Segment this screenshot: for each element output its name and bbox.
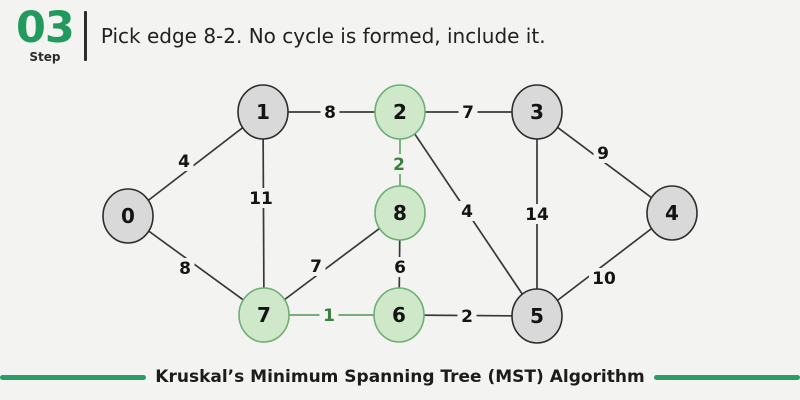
edge-weight-bg-0-7 [175, 258, 195, 278]
edge-weight-3-4: 9 [597, 144, 609, 164]
edge-weight-6-7: 1 [323, 306, 335, 326]
header-divider [83, 10, 87, 61]
edge-weight-bg-5-6 [457, 306, 477, 326]
graph-edge-1-7 [262, 111, 265, 316]
edge-weight-2-3: 7 [462, 103, 474, 123]
edge-weight-bg-0-1 [174, 151, 194, 171]
graph-node-7 [238, 287, 290, 343]
step-number: 03 [16, 3, 75, 53]
step-label: Step [29, 49, 61, 64]
edge-weight-1-2: 8 [324, 103, 336, 123]
graph-node-label-4: 4 [665, 201, 679, 225]
step-description: Pick edge 8-2. No cycle is formed, inclu… [100, 23, 546, 48]
edge-weight-6-8: 6 [394, 258, 406, 278]
edge-weight-bg-3-4 [593, 143, 613, 163]
edge-weight-bg-6-8 [390, 257, 410, 277]
edge-weight-bg-1-7 [246, 188, 276, 208]
edge-weight-bg-2-3 [458, 102, 478, 122]
step-header: 03 Step Pick edge 8-2. No cycle is forme… [16, 3, 546, 64]
edge-weight-2-8: 2 [393, 155, 405, 175]
graph-node-3 [511, 84, 563, 140]
edge-weight-7-8: 7 [310, 257, 322, 277]
edge-weight-bg-6-7 [319, 305, 339, 325]
graph-node-8 [374, 185, 426, 241]
footer-rule-left [0, 374, 147, 380]
footer: Kruskal’s Minimum Spanning Tree (MST) Al… [0, 367, 800, 387]
graph-edge-0-7 [127, 215, 265, 316]
graph-node-6 [373, 287, 425, 343]
graph-edge-4-5 [536, 212, 673, 317]
edge-weight-bg-2-5 [457, 201, 477, 221]
graph-node-label-5: 5 [530, 304, 544, 328]
graph-node-label-8: 8 [393, 201, 407, 225]
edge-weight-4-5: 10 [592, 269, 616, 289]
graph-edge-0-1 [127, 111, 264, 217]
graph-node-4 [646, 185, 698, 241]
edge-weight-1-7: 11 [249, 189, 273, 209]
graph-node-2 [374, 84, 426, 140]
graph-node-5 [511, 288, 563, 344]
edge-weight-0-1: 4 [178, 152, 190, 172]
edge-weight-5-6: 2 [461, 307, 473, 327]
graph-node-label-0: 0 [121, 204, 135, 228]
graph-edge-7-8 [263, 212, 401, 316]
graph-node-label-1: 1 [256, 100, 270, 124]
edge-weight-bg-4-5 [589, 268, 619, 288]
footer-title: Kruskal’s Minimum Spanning Tree (MST) Al… [155, 367, 645, 387]
graph-node-label-7: 7 [257, 303, 271, 327]
edge-weight-bg-7-8 [306, 256, 326, 276]
graph-node-1 [237, 84, 289, 140]
graph-node-0 [102, 188, 154, 244]
edge-weight-bg-1-2 [320, 102, 340, 122]
edge-weight-bg-3-5 [522, 204, 552, 224]
graph-node-label-3: 3 [530, 100, 544, 124]
edge-weight-bg-2-8 [389, 154, 409, 174]
edge-weight-3-5: 14 [525, 205, 549, 225]
graph-node-label-6: 6 [392, 303, 406, 327]
edge-weight-2-5: 4 [461, 202, 473, 222]
edge-weight-0-7: 8 [179, 259, 191, 279]
footer-rule-right [653, 374, 800, 380]
step-indicator: 03 Step [16, 3, 75, 64]
graph-node-label-2: 2 [393, 100, 407, 124]
